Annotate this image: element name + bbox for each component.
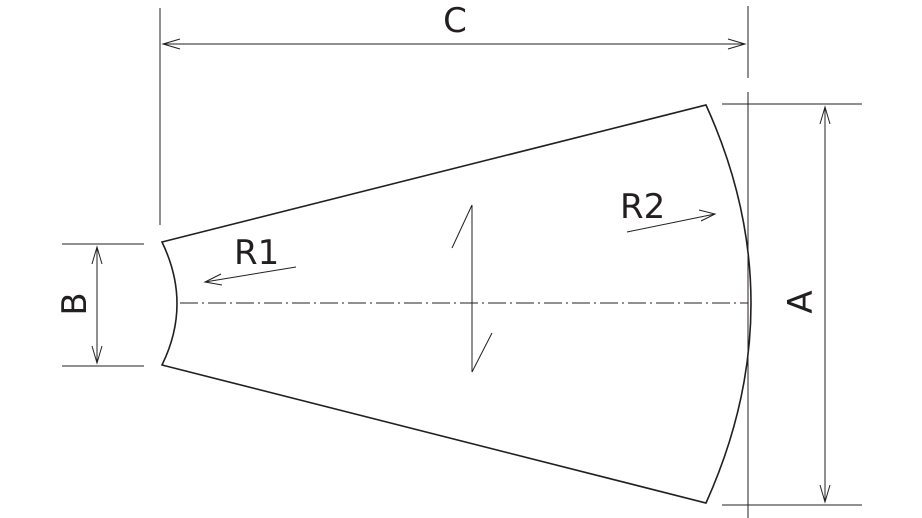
radius-label-r2: R2: [620, 187, 665, 227]
dimension-b: B: [55, 243, 144, 367]
sector-outline: [160, 104, 752, 504]
radius-r2: R2: [620, 187, 717, 233]
leader-r2: [626, 213, 716, 233]
dimension-c: C: [159, 1, 749, 225]
dimension-label-b: B: [55, 292, 95, 315]
arrowhead-r1: [203, 273, 223, 286]
radius-label-r1: R1: [234, 233, 279, 273]
arrowhead-b-bottom: [91, 345, 103, 365]
arrowhead-a-bottom: [819, 484, 831, 504]
arrowhead-r2: [698, 209, 717, 222]
leader-r1: [204, 266, 297, 283]
arrowhead-a-top: [819, 105, 831, 125]
arrowhead-b-top: [91, 245, 103, 265]
section-break-symbol: [451, 204, 493, 373]
radius-r1: R1: [203, 233, 297, 286]
arrowhead-c-left: [161, 38, 181, 50]
arrowhead-c-right: [727, 38, 747, 50]
dimension-label-a: A: [781, 290, 821, 313]
break-tick-top: [451, 204, 473, 249]
dimension-label-c: C: [443, 1, 467, 41]
break-tick-bottom: [471, 332, 493, 373]
dimension-a: A: [722, 92, 862, 518]
